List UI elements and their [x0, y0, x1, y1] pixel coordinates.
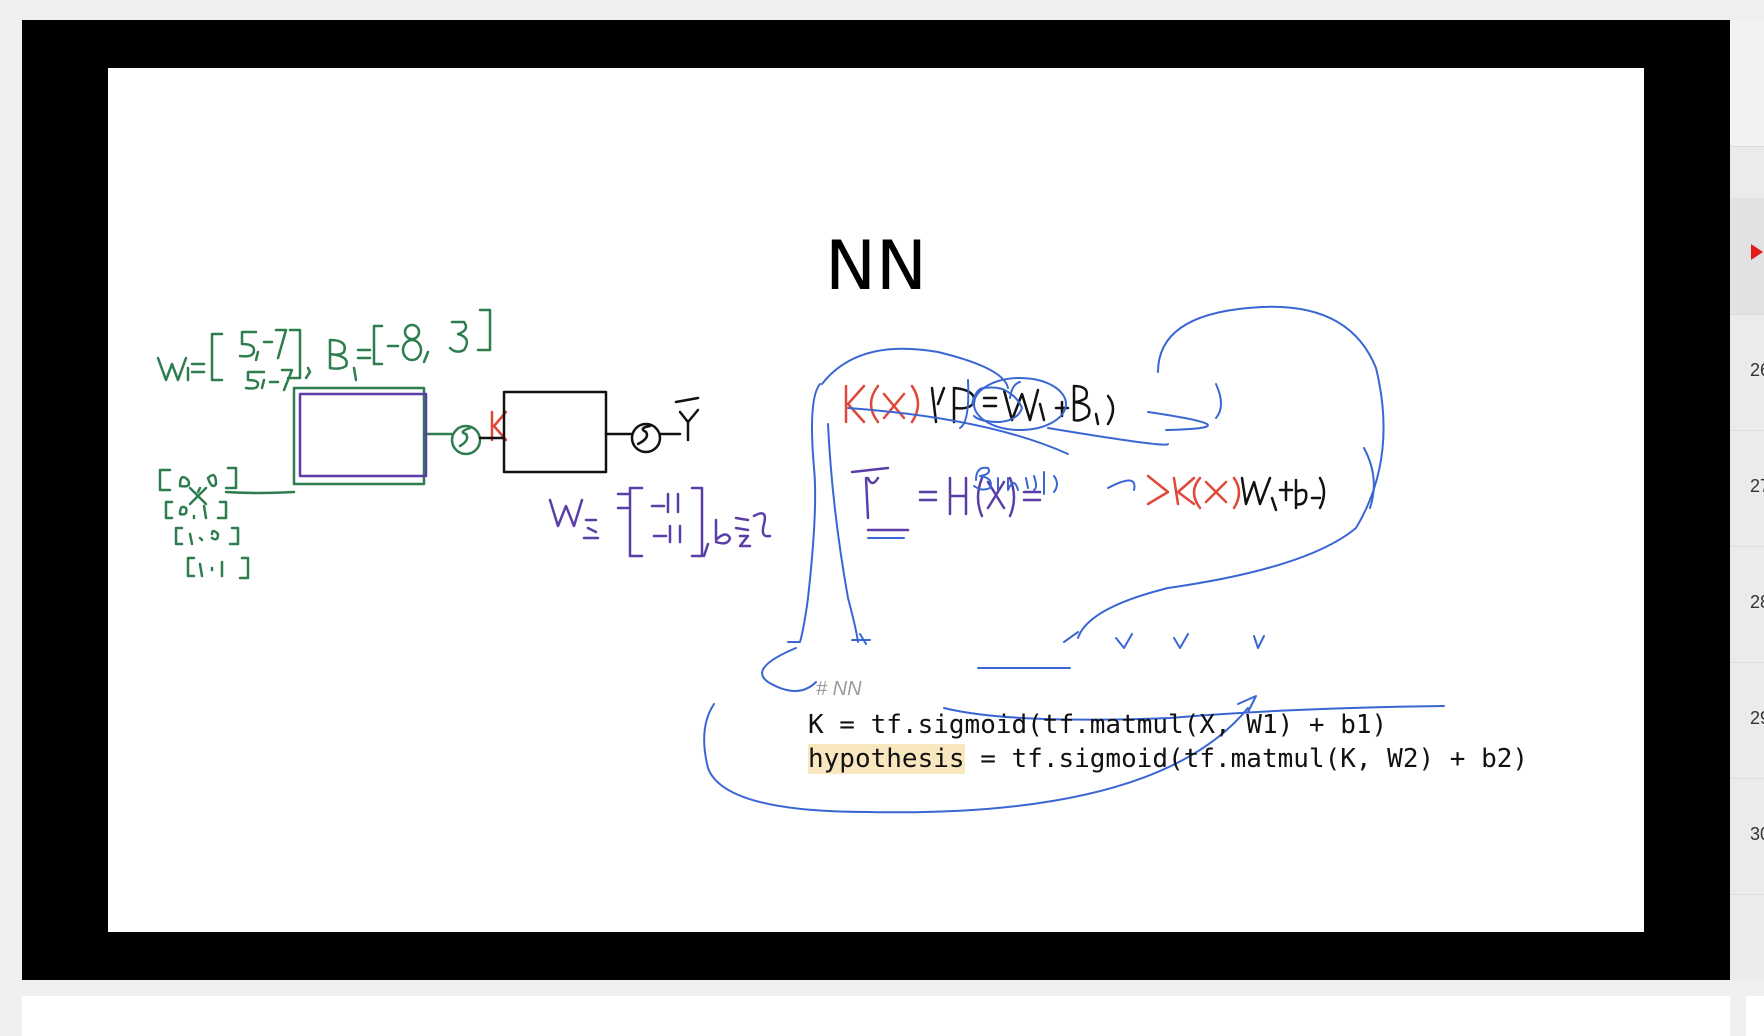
playlist-item-26[interactable]: 26 — [1730, 314, 1764, 431]
playlist-item-number: 29 — [1750, 708, 1764, 728]
playlist-item-29[interactable]: 29 — [1730, 662, 1764, 779]
code-line-k: K = tf.sigmoid(tf.matmul(X, W1) + b1) — [808, 712, 1387, 738]
playlist-item-28[interactable]: 28 — [1730, 546, 1764, 663]
code-expr-hypothesis: = tf.sigmoid(tf.matmul(K, W2) + b2) — [964, 744, 1529, 774]
playlist-item-number: 26 — [1750, 360, 1764, 380]
code-comment: # NN — [816, 678, 862, 700]
weights-w1-b1-ink — [156, 308, 492, 580]
playlist-sidebar: 26 27 28 29 30 — [1730, 20, 1764, 980]
playlist-item-number: 28 — [1750, 592, 1764, 612]
playlist-item-30[interactable]: 30 — [1730, 778, 1764, 895]
play-icon — [1751, 244, 1763, 260]
black-ink — [478, 384, 1326, 512]
video-player[interactable]: NN — [22, 20, 1730, 980]
code-var-k: K — [808, 710, 824, 740]
slide-title: NN — [825, 227, 927, 306]
below-video-panel — [22, 996, 1730, 1036]
playlist-item-current[interactable] — [1730, 198, 1764, 315]
playlist-header — [1730, 20, 1764, 147]
red-ink — [490, 384, 1241, 510]
playlist-item-number: 30 — [1750, 824, 1764, 844]
below-sidebar-panel — [1746, 996, 1764, 1036]
playlist-item-27[interactable]: 27 — [1730, 430, 1764, 547]
lecture-slide: NN — [108, 68, 1644, 932]
code-expr-k: = tf.sigmoid(tf.matmul(X, W1) + b1) — [823, 710, 1388, 740]
handwritten-annotations — [156, 305, 1445, 814]
code-line-hypothesis: hypothesis = tf.sigmoid(tf.matmul(K, W2)… — [808, 744, 1529, 774]
code-var-hypothesis: hypothesis — [808, 744, 965, 774]
playlist-item-number: 27 — [1750, 476, 1764, 496]
purple-ink — [298, 392, 1042, 558]
blue-ink — [703, 305, 1445, 814]
